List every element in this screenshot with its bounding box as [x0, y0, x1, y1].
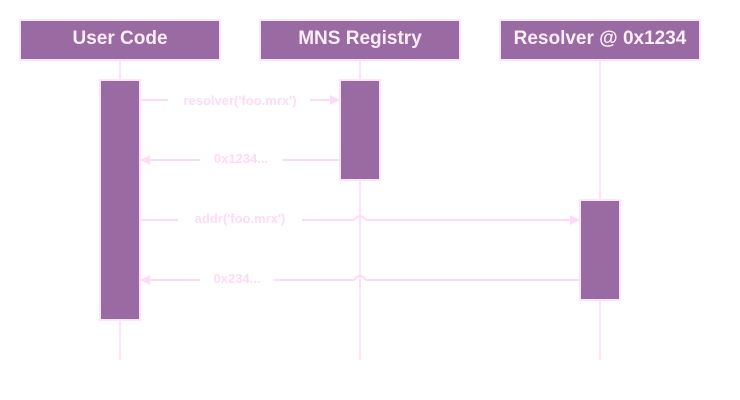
message-label: 0x1234... [214, 151, 268, 166]
actor-label: MNS Registry [298, 28, 422, 49]
message-label: resolver('foo.mrx') [183, 93, 296, 108]
activation-resolver [579, 199, 621, 301]
message-registry-return: 0x1234... [140, 151, 339, 166]
activation-mns-registry [339, 79, 381, 181]
message-resolver-return: 0x234... [140, 271, 579, 286]
actor-label: Resolver @ 0x1234 [514, 28, 687, 49]
activation-user-code [99, 79, 141, 321]
actor-user-code: User Code [19, 19, 221, 61]
message-addr-call: addr('foo.mrx') [141, 211, 580, 226]
actor-resolver: Resolver @ 0x1234 [499, 19, 701, 61]
message-label: 0x234... [214, 271, 261, 286]
message-resolver-call: resolver('foo.mrx') [141, 93, 340, 108]
actor-mns-registry: MNS Registry [259, 19, 461, 61]
message-label: addr('foo.mrx') [195, 211, 286, 226]
actor-label: User Code [72, 28, 167, 49]
